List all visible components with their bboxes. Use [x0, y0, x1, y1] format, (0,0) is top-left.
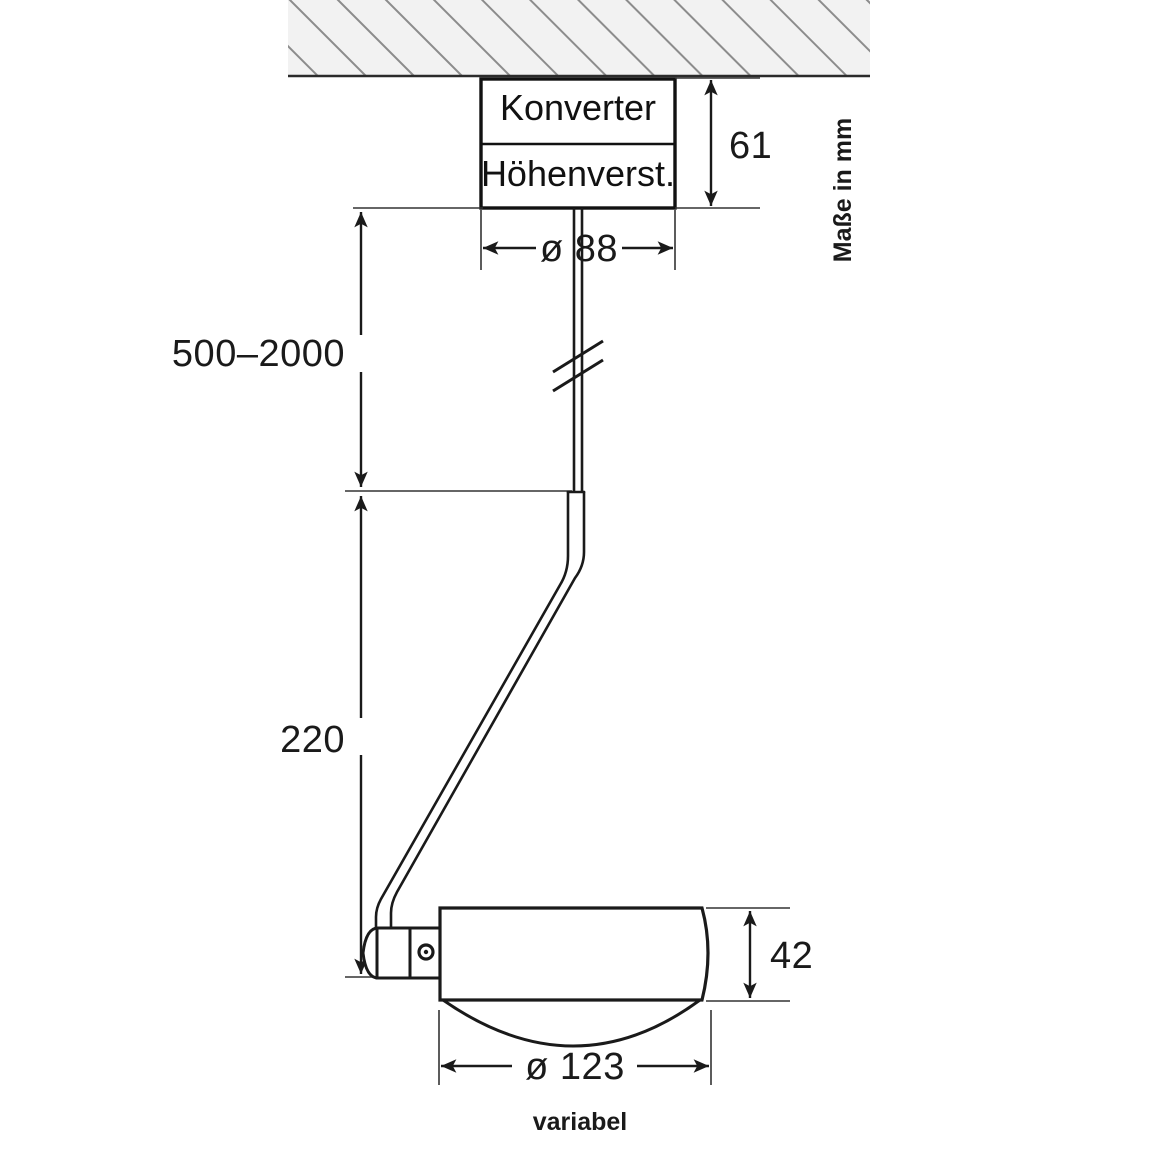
canopy-housing: Konverter Höhenverst. — [479, 77, 677, 210]
cable-break-symbol-upper — [552, 339, 604, 374]
dim-123-group: ø 123 — [438, 1010, 712, 1088]
dim-220-value: 220 — [280, 719, 345, 761]
ceiling-slab — [288, 0, 870, 78]
cable-break-symbol-lower — [552, 358, 604, 393]
dim-61-group: 61 — [675, 77, 772, 209]
luminaire-lens-arc — [442, 998, 701, 1048]
luminaire-body — [438, 906, 710, 1048]
converter-label: Konverter — [500, 87, 656, 128]
dim-220-group: 220 — [280, 490, 572, 978]
dim-61-value: 61 — [729, 125, 772, 167]
dim-500-2000-group: 500–2000 — [172, 207, 483, 487]
arm-outer-edge — [389, 490, 586, 937]
dim-42-value: 42 — [770, 935, 813, 977]
joint-left-cap — [361, 926, 379, 980]
luminaire-body-outline — [438, 906, 710, 1002]
joint-screw-center-icon — [423, 949, 429, 955]
dim-88-value: ø 88 — [540, 228, 618, 270]
dim-123-value: ø 123 — [525, 1046, 625, 1088]
suspension-cable — [552, 208, 604, 492]
units-note: Maße in mm — [829, 118, 857, 262]
ceiling-hatch-fill — [288, 0, 870, 76]
joint-block-upper — [375, 926, 412, 980]
dim-88-group: ø 88 — [480, 210, 676, 270]
luminaire-arm — [374, 490, 586, 937]
pivot-joint — [361, 926, 445, 980]
drawing-caption: variabel — [533, 1108, 628, 1136]
dim-500-2000-value: 500–2000 — [172, 333, 345, 375]
arm-inner-edge — [374, 490, 570, 937]
dim-42-group: 42 — [706, 907, 813, 1002]
height-adjuster-label: Höhenverst. — [481, 153, 675, 194]
